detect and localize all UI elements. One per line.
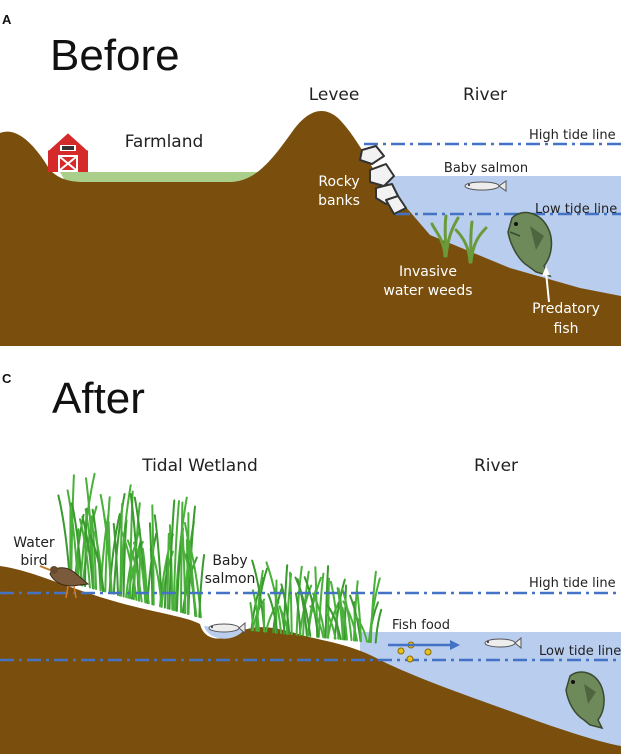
grass-blade <box>181 519 187 615</box>
grass-blade <box>317 572 325 638</box>
grass-blade <box>166 532 170 610</box>
grass-blade <box>329 580 340 640</box>
grass-blade <box>66 489 79 586</box>
grass-blade <box>132 541 150 605</box>
grass-blade <box>289 571 293 636</box>
bass-icon <box>507 211 553 278</box>
predatory-fish-label-2: fish <box>554 321 579 337</box>
grass-blade <box>342 600 358 642</box>
grass-blade <box>326 604 342 641</box>
grass-blade <box>294 576 312 637</box>
rocky-banks-label-2: banks <box>318 193 360 209</box>
grass-blade <box>181 544 198 618</box>
grass-icon <box>249 559 383 644</box>
grass-blade <box>283 564 289 635</box>
grass-blade <box>148 522 154 606</box>
barn-icon <box>47 130 89 172</box>
grass-blade <box>85 477 95 590</box>
invasive-weeds-label-2: water weeds <box>383 283 472 299</box>
grass-blade <box>99 494 113 595</box>
baby-salmon-label-2: salmon <box>205 571 256 587</box>
tidal-wetland-label: Tidal Wetland <box>141 456 258 476</box>
grass-blade <box>81 515 94 590</box>
river-label-before: River <box>463 85 507 105</box>
baby-salmon-label-before: Baby salmon <box>444 161 528 176</box>
baby-salmon-label-1: Baby <box>212 553 247 569</box>
farmland-label: Farmland <box>125 132 204 152</box>
predatory-fish-arrow <box>545 271 550 303</box>
grass-blade <box>341 606 348 641</box>
low-tide-label-after: Low tide line <box>539 644 621 659</box>
grass-blade <box>280 583 291 635</box>
predatory-fish-label-1: Predatory <box>532 301 600 317</box>
salmon-icon <box>208 621 246 635</box>
fish-food-label: Fish food <box>392 618 450 633</box>
soil-before <box>0 110 621 346</box>
bird-icon <box>39 565 90 599</box>
river-label-after: River <box>474 456 518 476</box>
grass-blade <box>343 584 347 641</box>
salmon-icon <box>484 636 522 650</box>
grass-blade <box>198 554 206 618</box>
bass-icon <box>565 671 605 730</box>
grass-blade <box>309 605 325 639</box>
grass-blade <box>255 569 264 632</box>
grass-blade <box>151 551 163 608</box>
grass-blade <box>303 576 320 638</box>
grass-blade <box>249 601 255 632</box>
grass-blade <box>374 608 383 644</box>
grass-blade <box>172 500 180 611</box>
grass-blade <box>168 499 176 610</box>
rocks-icon <box>359 145 407 215</box>
grass-blade <box>336 587 344 641</box>
grass-blade <box>369 570 377 644</box>
grass-blade <box>151 504 155 606</box>
water-bird-label-2: bird <box>20 553 47 569</box>
panel-letter-a: A <box>2 12 12 27</box>
invasive-weeds-label-1: Invasive <box>399 264 457 280</box>
grass-blade <box>79 518 91 589</box>
rocky-banks-label-1: Rocky <box>318 174 359 190</box>
after-title: After <box>52 374 145 423</box>
grass-blade <box>265 561 283 635</box>
grass-blade <box>89 534 105 593</box>
grass-blade <box>324 565 330 639</box>
grass-blade <box>185 538 189 615</box>
before-panel: A Before Levee River Farmland High tide … <box>0 12 621 346</box>
low-tide-label-before: Low tide line <box>535 202 617 217</box>
grass-blade <box>122 522 128 598</box>
grass-blade <box>325 611 337 640</box>
high-tide-label-before: High tide line <box>529 128 616 143</box>
salmon-icon <box>464 180 507 192</box>
grass-blade <box>302 570 310 637</box>
grass-blade <box>267 593 279 634</box>
grass-blade <box>356 590 362 643</box>
grass-blade <box>129 493 140 602</box>
weeds-icon <box>430 214 488 264</box>
grass-blade <box>312 592 326 639</box>
grass-blade <box>180 501 184 613</box>
water-bird-label-1: Water <box>13 535 55 551</box>
grass-blade <box>354 614 368 643</box>
grass-icon <box>57 472 206 619</box>
grass-blade <box>126 539 143 603</box>
grass-blade <box>353 580 359 642</box>
high-tide-label-after: High tide line <box>529 576 616 591</box>
grass-blade <box>112 493 126 595</box>
grass-blade <box>295 565 303 636</box>
levee-label: Levee <box>309 85 360 105</box>
panel-letter-c: C <box>2 371 12 386</box>
grass-blade <box>112 522 119 596</box>
after-panel: C After Tidal Wetland River Water bird B… <box>0 371 621 754</box>
before-title: Before <box>50 31 180 80</box>
